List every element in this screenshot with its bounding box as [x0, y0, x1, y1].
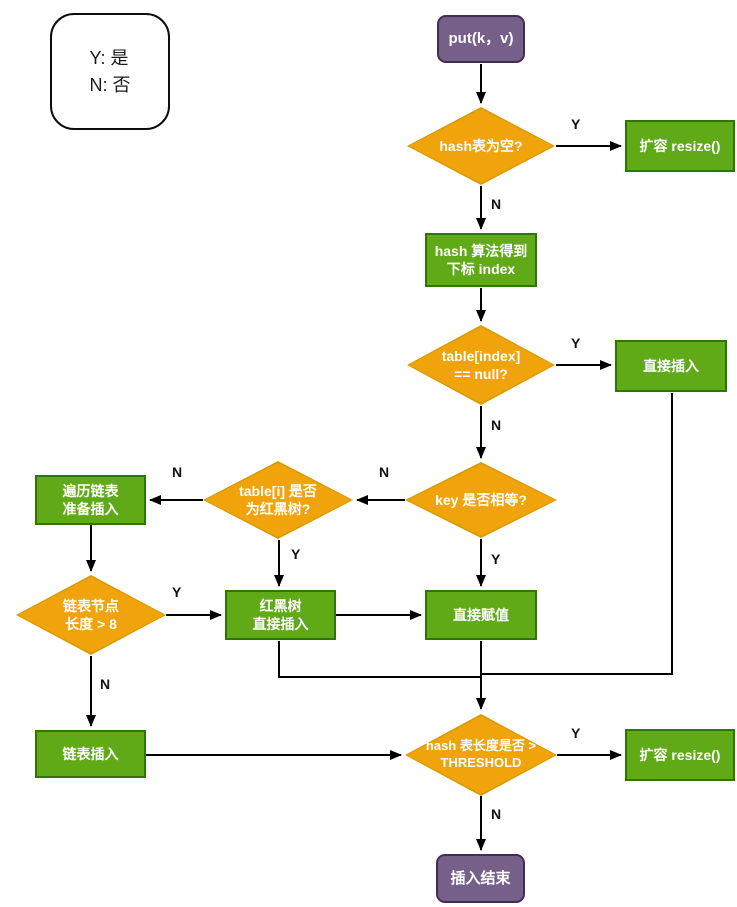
node-resize-2: 扩容 resize()	[625, 729, 735, 781]
edge-label-key-equal-yes: Y	[491, 551, 501, 567]
decision-hash-empty: hash表为空?	[407, 107, 555, 185]
decision-rbtree: table[i] 是否 为红黑树?	[203, 461, 353, 539]
decision-threshold: hash 表长度是否 > THRESHOLD	[405, 714, 557, 796]
edge-label-hash-empty-yes: Y	[571, 116, 581, 132]
node-resize-1: 扩容 resize()	[625, 120, 735, 172]
node-hash-index-label: hash 算法得到 下标 index	[434, 242, 528, 277]
decision-list-len-label: 链表节点 长度 > 8	[63, 597, 119, 632]
edge-label-threshold-yes: Y	[571, 725, 581, 741]
edge-label-rbtree-no: N	[172, 464, 183, 480]
edge-label-list-len-no: N	[100, 676, 111, 692]
node-direct-insert-label: 直接插入	[643, 357, 699, 374]
node-resize-2-label: 扩容 resize()	[639, 746, 721, 763]
decision-rbtree-label: table[i] 是否 为红黑树?	[239, 482, 317, 517]
edge-label-threshold-no: N	[491, 806, 502, 822]
decision-key-equal-label: key 是否相等?	[435, 491, 527, 508]
node-direct-assign: 直接赋值	[425, 590, 537, 640]
decision-index-null: table[index] == null?	[407, 325, 555, 405]
node-traverse-list-label: 遍历链表 准备插入	[62, 482, 119, 517]
node-resize-1-label: 扩容 resize()	[639, 137, 721, 154]
edge-label-hash-empty-no: N	[491, 196, 502, 212]
edge-label-key-equal-no: N	[379, 464, 390, 480]
decision-key-equal: key 是否相等?	[405, 462, 557, 538]
node-end: 插入结束	[436, 854, 525, 903]
edge-label-rbtree-yes: Y	[291, 546, 301, 562]
edge-label-index-null-yes: Y	[571, 335, 581, 351]
decision-list-len: 链表节点 长度 > 8	[16, 575, 166, 655]
legend-text: Y: 是 N: 否	[89, 47, 131, 95]
decision-threshold-label: hash 表长度是否 > THRESHOLD	[425, 738, 537, 770]
edge-label-index-null-no: N	[491, 417, 502, 433]
legend-box: Y: 是 N: 否	[50, 13, 170, 130]
node-start-label: put(k，v)	[448, 30, 514, 48]
node-rbtree-insert-label: 红黑树 直接插入	[252, 597, 309, 632]
node-direct-assign-label: 直接赋值	[453, 606, 509, 623]
node-hash-index: hash 算法得到 下标 index	[425, 233, 537, 287]
node-start: put(k，v)	[437, 15, 525, 63]
node-direct-insert: 直接插入	[615, 340, 727, 392]
decision-hash-empty-label: hash表为空?	[439, 137, 523, 154]
decision-index-null-label: table[index] == null?	[441, 347, 521, 382]
node-traverse-list: 遍历链表 准备插入	[35, 475, 146, 525]
edge-label-list-len-yes: Y	[172, 584, 182, 600]
node-end-label: 插入结束	[450, 869, 511, 887]
node-list-insert: 链表插入	[35, 730, 146, 778]
node-rbtree-insert: 红黑树 直接插入	[225, 590, 336, 640]
node-list-insert-label: 链表插入	[62, 745, 119, 762]
